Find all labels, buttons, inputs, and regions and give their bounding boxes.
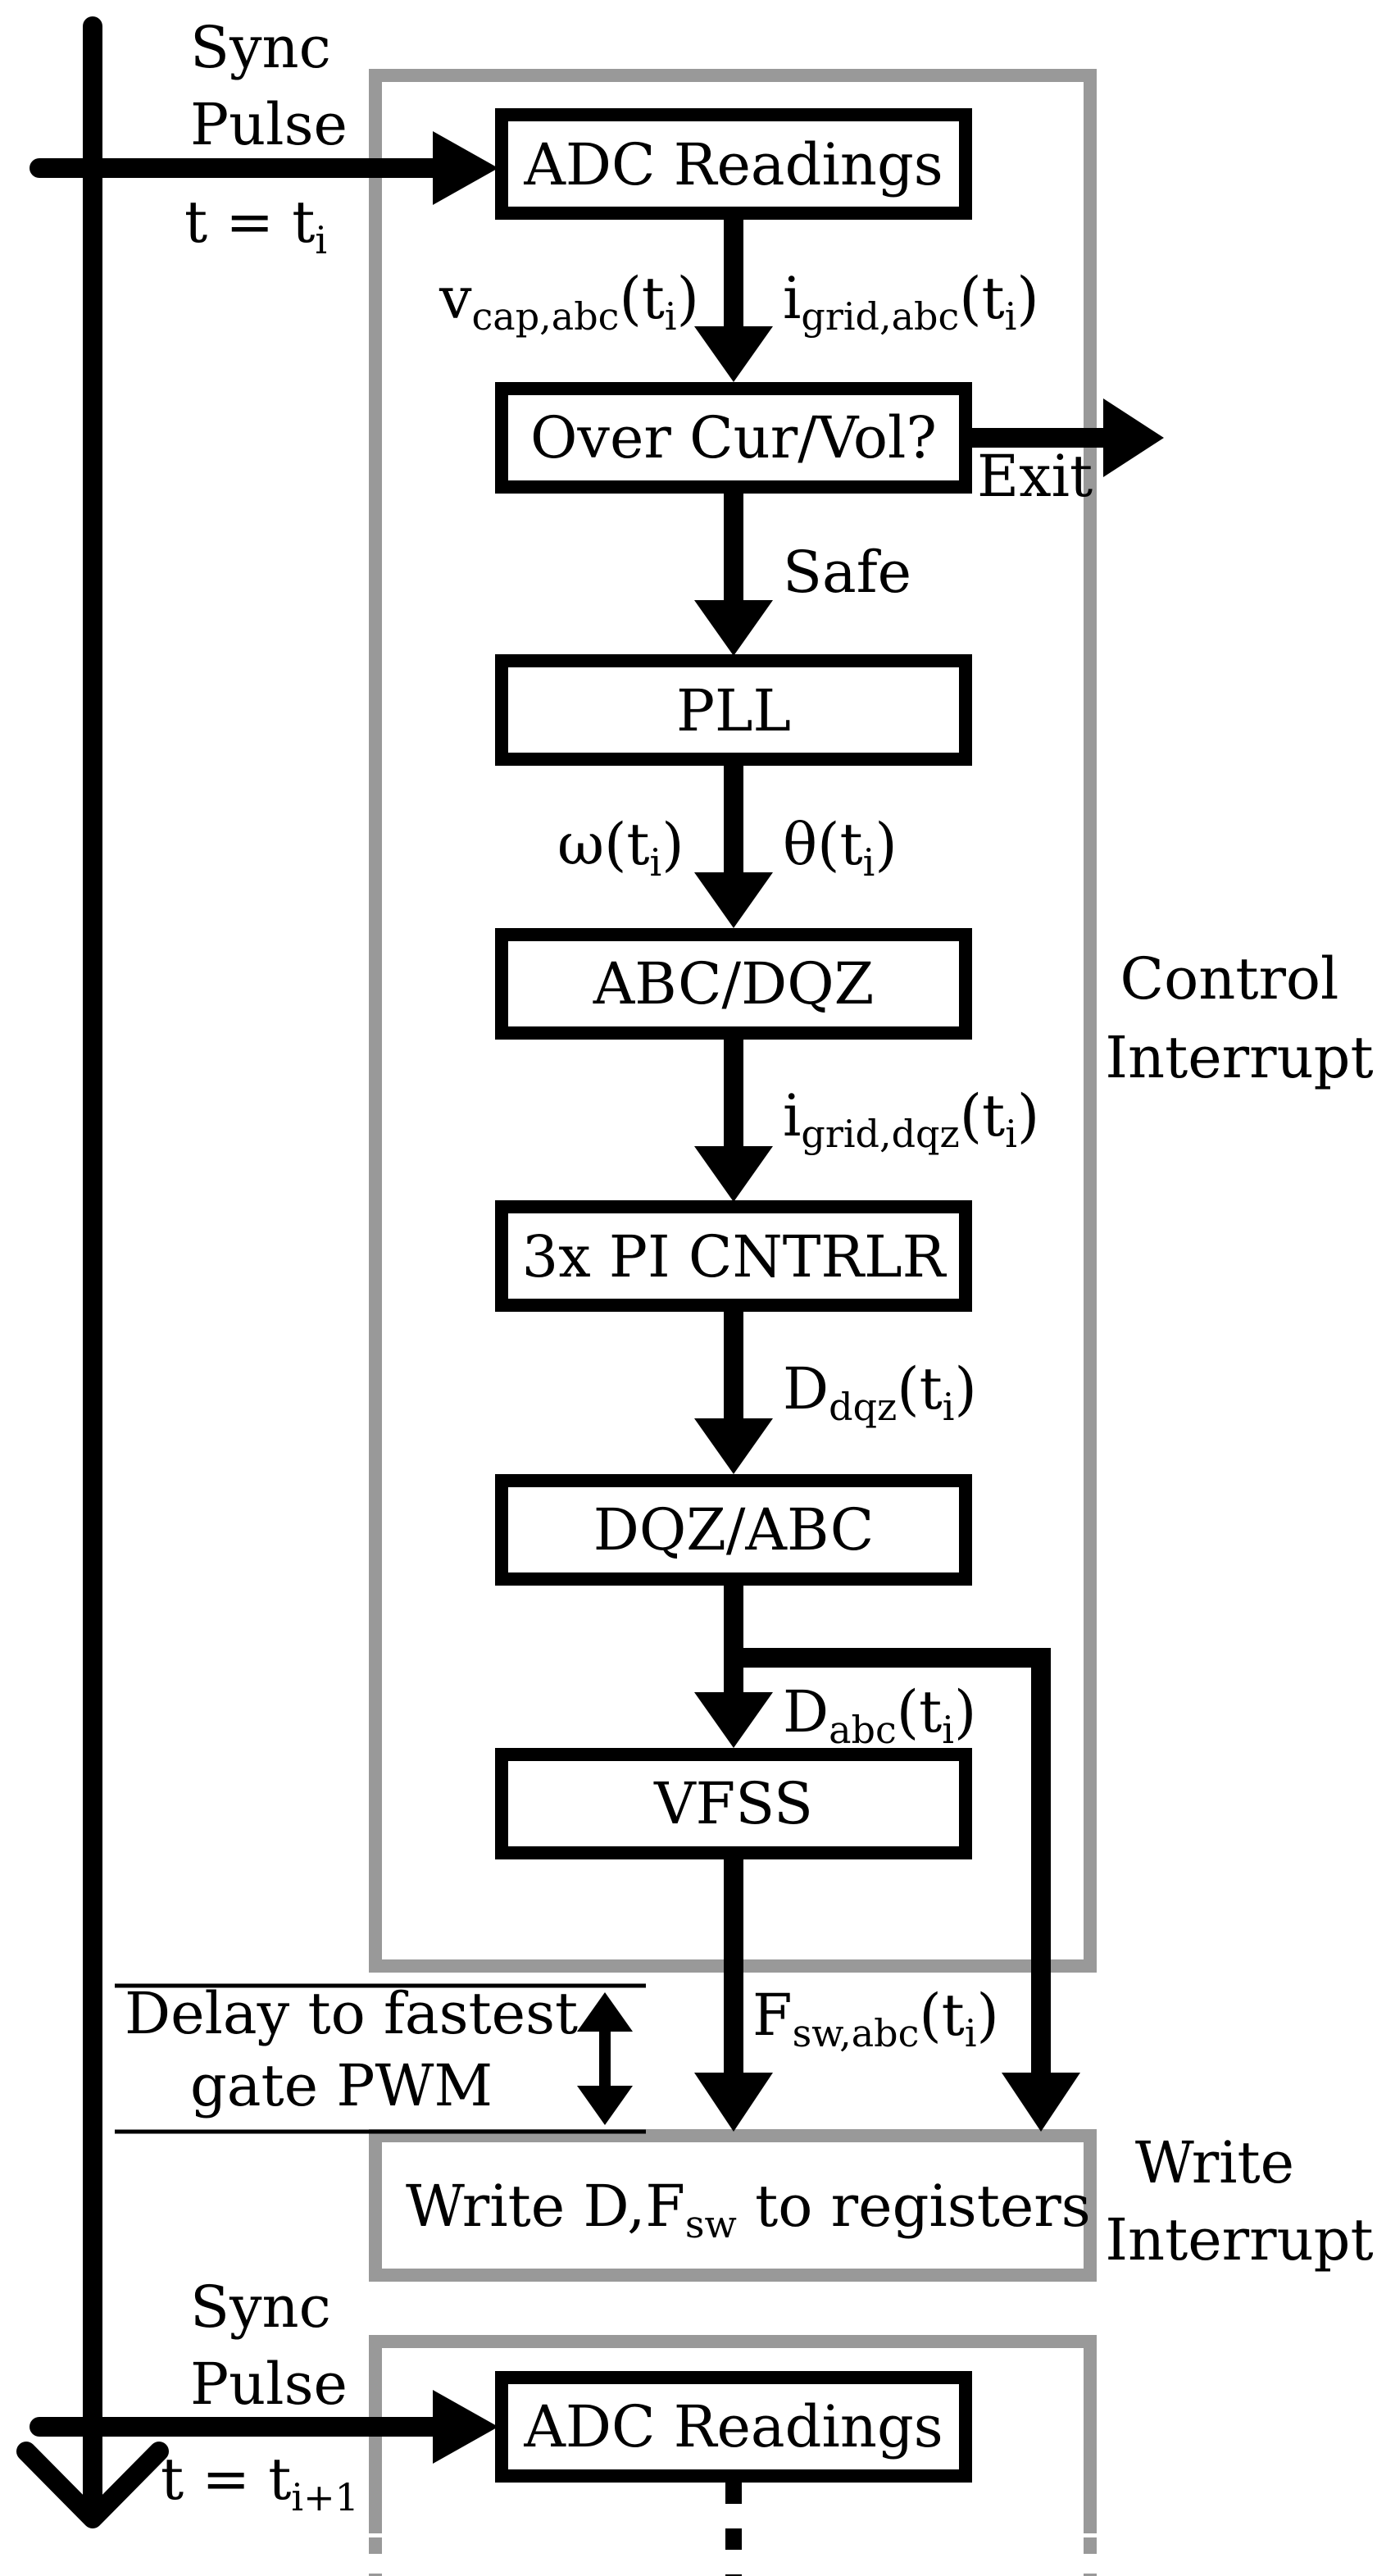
sync-top-line2: Pulse <box>190 91 348 158</box>
block-adc-readings: ADC Readings <box>495 108 972 220</box>
signal-f-sw-abc: Fsw,abc(ti) <box>752 1982 999 2055</box>
block-adc-readings-next-label: ADC Readings <box>523 2393 943 2460</box>
block-vfss: VFSS <box>495 1748 972 1859</box>
write-registers-label: Write D,Fsw to registers <box>406 2173 1091 2246</box>
d-abc-bypass-arrow <box>734 1648 1080 2132</box>
sync-pulse-arrow-top <box>30 131 498 205</box>
block-vfss-label: VFSS <box>653 1770 813 1837</box>
control-interrupt-line2: Interrupt <box>1105 1024 1373 1091</box>
timeline-arrow <box>16 16 169 2528</box>
signal-i-grid-dqz: igrid,dqz(ti) <box>783 1082 1039 1156</box>
signal-omega: ω(ti) <box>557 811 684 885</box>
block-pll-label: PLL <box>676 677 791 744</box>
sync-bottom-line1: Sync <box>190 2273 331 2341</box>
delay-note-line2: gate PWM <box>190 2052 493 2119</box>
block-abc-dqz: ABC/DQZ <box>495 928 972 1040</box>
sync-bottom-time: t = ti+1 <box>161 2446 359 2519</box>
block-abc-dqz-label: ABC/DQZ <box>593 950 875 1017</box>
signal-safe: Safe <box>783 539 911 606</box>
signal-i-grid: igrid,abc(ti) <box>783 265 1039 339</box>
block-pi-cntrlr: 3x PI CNTRLR <box>495 1200 972 1312</box>
block-pll: PLL <box>495 654 972 766</box>
block-dqz-abc: DQZ/ABC <box>495 1474 972 1586</box>
block-over-cur-vol: Over Cur/Vol? <box>495 382 972 494</box>
signal-d-dqz: Ddqz(ti) <box>783 1355 977 1429</box>
block-adc-readings-next: ADC Readings <box>495 2371 972 2483</box>
block-adc-readings-label: ADC Readings <box>523 131 943 198</box>
block-over-cur-vol-label: Over Cur/Vol? <box>530 404 937 471</box>
control-interrupt-line1: Control <box>1120 945 1339 1013</box>
signal-theta: θ(ti) <box>783 811 898 885</box>
next-interrupt-frame <box>369 2335 1097 2533</box>
write-interrupt-line1: Write <box>1135 2129 1294 2196</box>
sync-top-time: t = ti <box>184 189 327 262</box>
block-pi-cntrlr-label: 3x PI CNTRLR <box>522 1223 948 1290</box>
signal-d-abc: Dabc(ti) <box>783 1678 976 1752</box>
delay-note-line1: Delay to fastest <box>125 1980 578 2047</box>
signal-v-cap: vcap,abc(ti) <box>439 265 699 339</box>
flow-arrows <box>694 220 773 2132</box>
sync-pulse-arrow-bottom <box>30 2390 498 2464</box>
delay-bracket <box>115 1983 646 2134</box>
exit-arrow <box>967 398 1164 477</box>
sync-bottom-line2: Pulse <box>190 2351 348 2418</box>
signal-exit: Exit <box>977 443 1093 510</box>
block-dqz-abc-label: DQZ/ABC <box>593 1496 875 1563</box>
sync-top-line1: Sync <box>190 14 331 81</box>
write-interrupt-frame <box>369 2129 1097 2282</box>
write-interrupt-line2: Interrupt <box>1105 2206 1373 2273</box>
